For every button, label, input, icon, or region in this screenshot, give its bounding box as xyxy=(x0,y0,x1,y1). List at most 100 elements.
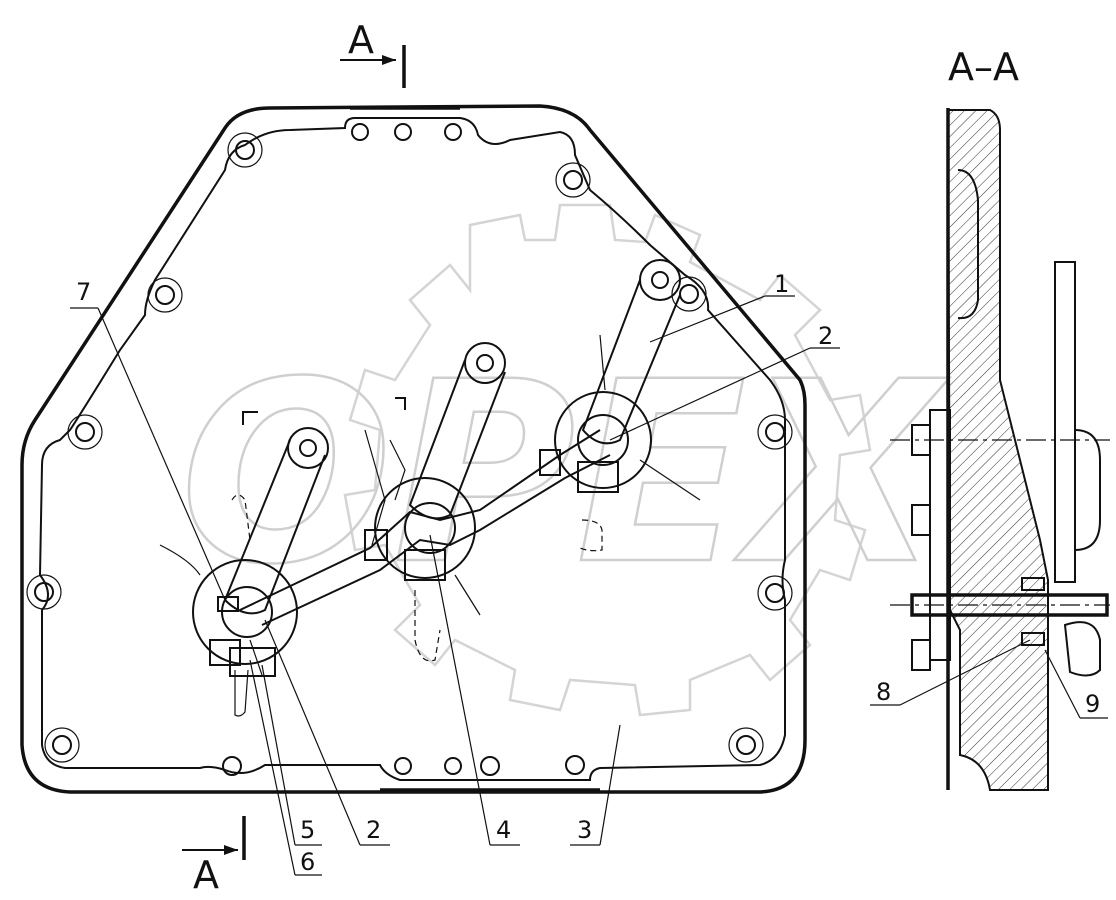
section-label-bottom: A xyxy=(193,853,219,897)
lever-middle xyxy=(364,342,506,662)
bolt-hole xyxy=(222,756,242,776)
arrow-head-icon xyxy=(224,845,238,855)
bolt-hole xyxy=(736,735,756,755)
clamp-block xyxy=(539,449,561,476)
bolt-boss xyxy=(757,414,793,450)
leader-line xyxy=(261,664,296,846)
bolt-hole xyxy=(480,756,500,776)
seal-ring xyxy=(1021,577,1045,591)
bolt-boss xyxy=(67,414,103,450)
corner-mark xyxy=(395,397,406,410)
seal-ring xyxy=(1021,632,1045,646)
clamp-block xyxy=(209,639,241,666)
hub-section xyxy=(929,409,951,661)
bolt-hole xyxy=(444,757,462,775)
bolt-boss xyxy=(26,574,62,610)
corner-mark xyxy=(242,411,258,425)
leader-line xyxy=(97,307,226,601)
callout-2-right: 2 xyxy=(818,322,833,350)
frame-rib xyxy=(454,574,481,616)
leader-line xyxy=(1044,649,1081,719)
lever-left xyxy=(192,427,329,677)
callout-numbers: 1 2 2 3 4 5 6 7 8 9 xyxy=(76,270,1100,876)
cover-section-hatched xyxy=(946,109,1049,791)
watermark-text: OPEX xyxy=(180,328,950,619)
leader-line xyxy=(649,295,766,343)
callout-4: 4 xyxy=(496,816,511,844)
bolt-hole xyxy=(394,123,412,141)
clamp-block xyxy=(229,647,276,677)
arrow-head-icon xyxy=(382,55,396,65)
bolt-boss xyxy=(757,575,793,611)
lever-end xyxy=(1074,429,1101,551)
bolt-hole xyxy=(75,422,95,442)
frame-rib xyxy=(159,544,201,576)
frame-rib xyxy=(249,639,263,676)
callout-3: 3 xyxy=(577,816,592,844)
bolt-hole xyxy=(394,757,412,775)
bolt-boss xyxy=(44,727,80,763)
callout-9: 9 xyxy=(1085,690,1100,718)
frame-strut xyxy=(261,454,611,626)
watermark: OPEX xyxy=(179,203,951,717)
leader-line xyxy=(609,347,811,441)
bolt-hole xyxy=(765,583,785,603)
leader-line xyxy=(599,724,621,846)
hub-outer xyxy=(192,559,298,665)
key-slot xyxy=(217,596,239,612)
section-mark-top: A xyxy=(340,18,406,88)
callout-5: 5 xyxy=(300,816,315,844)
cover-inner-outline xyxy=(38,117,786,781)
hidden-detail xyxy=(231,494,251,541)
leader-line xyxy=(264,619,361,846)
cover-plate xyxy=(20,104,807,794)
bolt-hole xyxy=(679,284,699,304)
gear-logo-icon xyxy=(343,203,872,717)
callout-2-bottom: 2 xyxy=(366,816,381,844)
hidden-detail xyxy=(414,590,441,662)
hub-outer xyxy=(374,477,476,579)
callout-6: 6 xyxy=(300,848,315,876)
clamp-block xyxy=(364,529,388,561)
frame-rib xyxy=(599,334,606,391)
clamp-block xyxy=(577,461,619,493)
bolt-hole xyxy=(155,285,175,305)
bolt-hole xyxy=(52,735,72,755)
lever-pivot-hole xyxy=(299,439,317,457)
lever-arm xyxy=(581,279,681,445)
callout-8: 8 xyxy=(876,678,891,706)
leader-line xyxy=(899,639,1031,706)
hub-outer xyxy=(554,391,652,489)
bolt-hole xyxy=(235,140,255,160)
frame-rib xyxy=(389,439,406,501)
bolt-boss xyxy=(227,132,263,168)
rib-profile xyxy=(957,169,979,320)
lever-pivot-hole xyxy=(476,354,494,372)
lever-rod xyxy=(1054,261,1076,583)
section-view-aa: A–A xyxy=(890,45,1110,791)
lever-pivot-boss xyxy=(639,259,681,301)
frame-rib xyxy=(234,669,249,717)
bolt-boss xyxy=(671,276,707,312)
bolt-hole xyxy=(565,755,585,775)
callout-7: 7 xyxy=(76,278,91,306)
cover-outer-outline xyxy=(20,104,807,794)
leader-line xyxy=(249,659,296,876)
bolt-hole xyxy=(444,123,462,141)
hub-shaft xyxy=(404,502,456,554)
frame-rib xyxy=(639,459,701,501)
lever-right xyxy=(539,259,681,552)
lever-arm xyxy=(408,359,506,520)
bolt-hole xyxy=(765,422,785,442)
bolt-boss xyxy=(555,162,591,198)
bolt-holes xyxy=(26,123,793,776)
clamp-block xyxy=(404,549,446,581)
bolt-hole xyxy=(351,123,369,141)
lever-stub xyxy=(911,504,931,536)
bolt-hole xyxy=(563,170,583,190)
bolt-hole xyxy=(34,582,54,602)
section-view-title: A–A xyxy=(948,45,1019,89)
lever-pivot-hole xyxy=(651,271,669,289)
callout-leaders xyxy=(70,295,1108,876)
